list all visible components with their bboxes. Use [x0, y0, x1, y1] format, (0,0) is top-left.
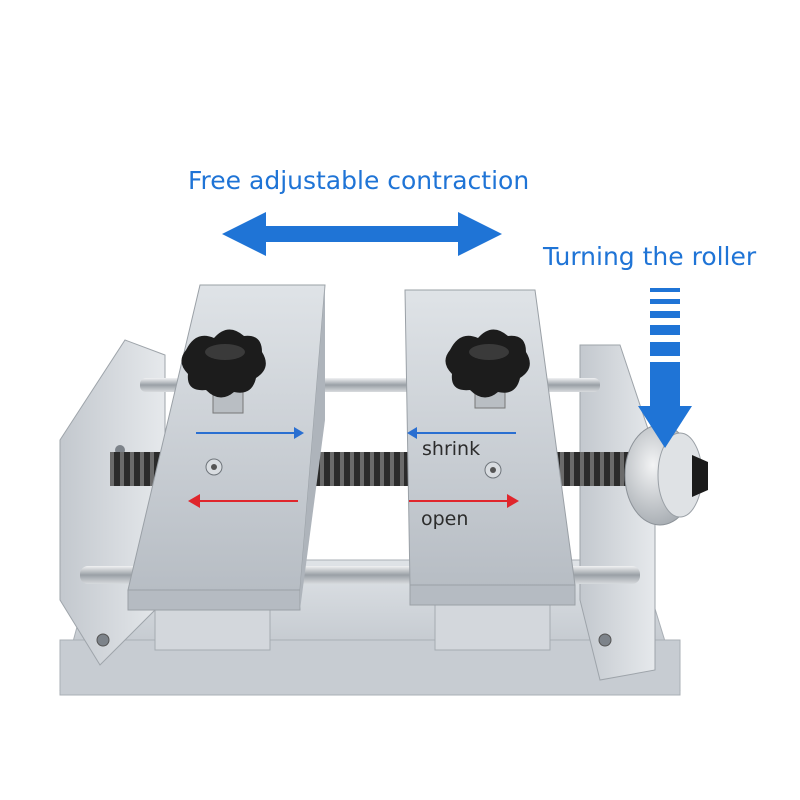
- left-jaw: [127, 284, 326, 611]
- right-side-frame: [579, 344, 656, 681]
- open-arrows-icon: [188, 494, 519, 508]
- shrink-label: shrink: [422, 438, 481, 460]
- shrink-arrows-icon: [196, 427, 516, 439]
- turning-the-roller-label: Turning the roller: [543, 242, 757, 271]
- left-clamp-knob: [181, 329, 266, 414]
- roller-handwheel: [624, 424, 708, 526]
- open-label: open: [421, 508, 469, 530]
- double-headed-arrow-icon: [222, 212, 502, 256]
- free-adjustable-contraction-label: Free adjustable contraction: [188, 166, 530, 195]
- dashed-down-arrow-icon: [638, 288, 692, 448]
- right-clamp-knob: [445, 329, 530, 409]
